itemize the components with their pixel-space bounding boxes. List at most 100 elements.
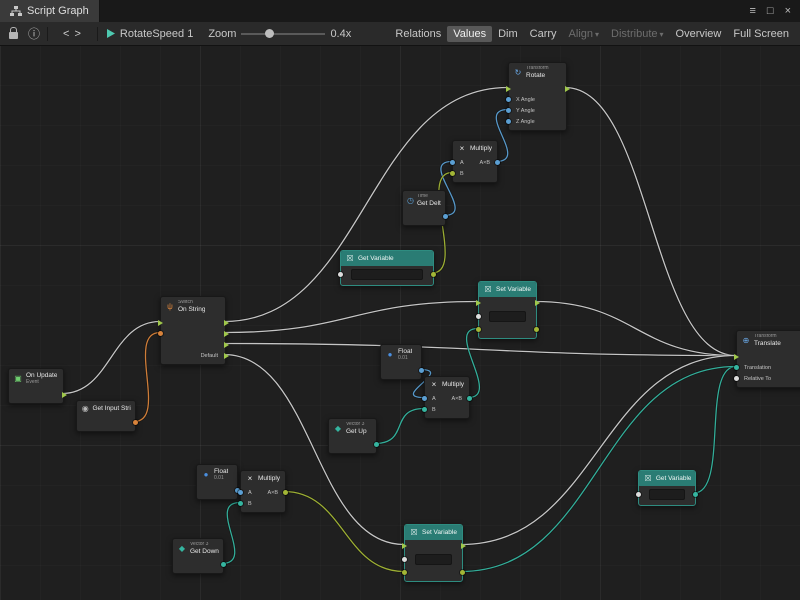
flow-port[interactable] [224, 330, 229, 337]
value-port[interactable] [476, 313, 481, 319]
tab-script-graph[interactable]: Script Graph [0, 0, 100, 22]
variable-name-field[interactable] [351, 268, 423, 280]
toolbar-button-dim[interactable]: Dim [498, 27, 518, 40]
value-port[interactable] [734, 376, 739, 381]
node-title: Multiply [258, 475, 281, 483]
value-port[interactable] [419, 368, 424, 373]
node-set-variable-bot[interactable]: ☒Set Variable [402, 524, 466, 582]
flow-port[interactable] [565, 85, 570, 92]
flow-port[interactable] [402, 542, 407, 549]
zoom-value: 0.4x [330, 27, 352, 40]
toolbar-button-overview[interactable]: Overview [675, 27, 722, 40]
value-port[interactable] [221, 562, 226, 567]
flow-port[interactable] [224, 319, 229, 326]
value-port[interactable] [534, 327, 539, 332]
variable-name-field[interactable] [415, 553, 452, 565]
node-get-input-string[interactable]: ◉Get Input String [76, 400, 138, 432]
value-port[interactable] [495, 160, 500, 165]
menu-icon[interactable]: ≡ [749, 5, 756, 17]
value-port[interactable] [506, 119, 511, 124]
value-port[interactable] [693, 491, 698, 497]
value-port[interactable] [422, 396, 427, 401]
value-port[interactable] [133, 420, 138, 425]
zoom-label: Zoom [208, 27, 237, 40]
flow-port[interactable] [158, 319, 163, 326]
toolbar-button-relations[interactable]: Relations [395, 27, 442, 40]
value-port[interactable] [422, 407, 427, 412]
node-title: Get Delta Time [416, 200, 441, 208]
value-port[interactable] [506, 108, 511, 113]
node-set-variable-mid[interactable]: ☒Set Variable [476, 281, 540, 339]
node-get-variable-top[interactable]: ☒Get Variable [338, 250, 436, 286]
rotate-icon: ↻ [514, 68, 522, 77]
toolbar-buttons: Relations Values Dim Carry Align▾ Distribute▾… [389, 25, 795, 42]
zoom-slider[interactable] [241, 28, 326, 38]
node-title: Multiply [470, 145, 493, 153]
value-port[interactable] [283, 490, 288, 495]
variable-icon: ☒ [484, 284, 492, 294]
variable-name-field[interactable] [649, 488, 685, 500]
value-port[interactable] [431, 271, 436, 277]
close-icon[interactable]: × [784, 5, 791, 17]
value-port[interactable] [734, 365, 739, 370]
value-port[interactable] [450, 171, 455, 176]
port-label: A×B [267, 489, 278, 496]
value-port[interactable] [238, 501, 243, 506]
value-port[interactable] [450, 160, 455, 165]
node-title: Get Down [190, 548, 219, 556]
node-pretitle: Transform [526, 66, 549, 72]
graph-breadcrumb[interactable]: RotateSpeed 1 [105, 28, 193, 40]
toolbar-button-align[interactable]: Align▾ [568, 27, 600, 40]
flow-port[interactable] [62, 391, 67, 398]
node-pretitle: Vector 3 [190, 542, 209, 548]
variable-name-field[interactable] [489, 310, 526, 322]
toolbar-button-carry[interactable]: Carry [529, 27, 557, 40]
value-port[interactable] [402, 556, 407, 562]
flow-port[interactable] [224, 352, 229, 359]
value-port[interactable] [338, 271, 343, 277]
value-port[interactable] [238, 490, 243, 495]
dropdown-arrow-icon: ▾ [595, 29, 600, 39]
toolbar-button-full-screen[interactable]: Full Screen [733, 27, 789, 40]
node-subtitle: 0.01 [214, 474, 224, 481]
zoom-slider-handle[interactable] [264, 28, 274, 38]
toolbar-button-values[interactable]: Values [447, 25, 493, 42]
flow-port[interactable] [734, 353, 739, 360]
port-label: X Angle [516, 96, 535, 103]
flow-port[interactable] [476, 299, 481, 306]
flow-port[interactable] [506, 85, 511, 92]
node-get-variable-right[interactable]: ☒Get Variable [636, 470, 698, 506]
value-port[interactable] [402, 570, 407, 575]
value-port[interactable] [158, 331, 163, 336]
flow-port[interactable] [224, 341, 229, 348]
toolbar-button-distribute[interactable]: Distribute▾ [611, 27, 664, 40]
value-port[interactable] [460, 570, 465, 575]
lock-icon[interactable] [9, 27, 18, 39]
flow-port[interactable] [461, 542, 466, 549]
maximize-icon[interactable]: □ [766, 5, 774, 17]
node-title: Float [214, 468, 229, 476]
value-port[interactable] [443, 214, 448, 219]
info-icon[interactable]: ⓘ [28, 27, 41, 41]
value-port[interactable] [476, 327, 481, 332]
value-port[interactable] [506, 97, 511, 102]
flow-port[interactable] [535, 299, 540, 306]
value-port[interactable] [636, 491, 641, 497]
port-label: Relative To [744, 375, 772, 382]
value-port[interactable] [374, 442, 379, 447]
gamepad-icon: ◉ [81, 404, 89, 413]
value-port[interactable] [467, 396, 472, 401]
code-view-button[interactable]: < > [63, 27, 82, 40]
